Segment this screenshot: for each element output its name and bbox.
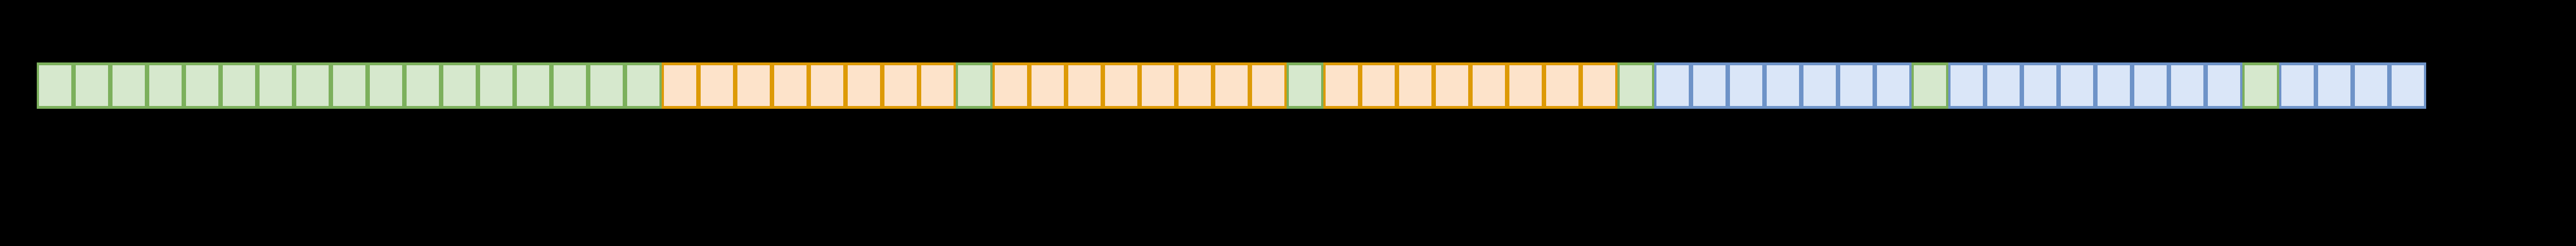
strip-cell <box>1875 62 1912 109</box>
strip-cell <box>2242 62 2279 109</box>
strip-cell <box>1140 62 1176 109</box>
strip-cell <box>1066 62 1103 109</box>
strip-cell <box>2059 62 2095 109</box>
strip-cell <box>2169 62 2206 109</box>
strip-cell <box>74 62 110 109</box>
strip-cell <box>698 62 735 109</box>
strip-cell <box>184 62 221 109</box>
strip-cell <box>625 62 662 109</box>
strip-cell <box>294 62 331 109</box>
strip-cell <box>1912 62 1948 109</box>
strip-cell <box>221 62 257 109</box>
strip-cell <box>1434 62 1470 109</box>
strip-cell <box>809 62 845 109</box>
strip-cell <box>772 62 809 109</box>
strip-cell <box>1985 62 2022 109</box>
strip-cell <box>735 62 772 109</box>
strip-cell <box>919 62 956 109</box>
strip-cell <box>993 62 1029 109</box>
strip-cell <box>1323 62 1360 109</box>
strip-cell <box>1654 62 1691 109</box>
strip-cell <box>37 62 74 109</box>
strip-cell <box>2279 62 2316 109</box>
strip-cell <box>1507 62 1544 109</box>
strip-cell <box>2316 62 2353 109</box>
strip-cell <box>1213 62 1250 109</box>
strip-cell <box>1544 62 1581 109</box>
strip-cell <box>1617 62 1654 109</box>
strip-cell <box>2095 62 2132 109</box>
strip-cell <box>1470 62 1507 109</box>
strip-cell <box>441 62 478 109</box>
strip-cell <box>368 62 404 109</box>
strip-cell <box>1287 62 1323 109</box>
strip-cell <box>478 62 515 109</box>
strip-cell <box>1691 62 1728 109</box>
strip-cell <box>1948 62 1985 109</box>
strip-cell <box>845 62 882 109</box>
strip-cell <box>2353 62 2389 109</box>
strip-cell <box>662 62 698 109</box>
strip-cell <box>515 62 551 109</box>
strip-cell <box>2132 62 2169 109</box>
cell-strip <box>37 62 2426 109</box>
strip-cell <box>404 62 441 109</box>
strip-cell <box>1728 62 1764 109</box>
strip-cell <box>1360 62 1397 109</box>
strip-cell <box>331 62 368 109</box>
strip-cell <box>1103 62 1140 109</box>
strip-cell <box>2389 62 2426 109</box>
strip-cell <box>1397 62 1434 109</box>
strip-cell <box>956 62 993 109</box>
strip-cell <box>1838 62 1875 109</box>
strip-cell <box>257 62 294 109</box>
strip-cell <box>882 62 919 109</box>
strip-cell <box>588 62 625 109</box>
strip-cell <box>147 62 184 109</box>
strip-cell <box>551 62 588 109</box>
strip-cell <box>1581 62 1617 109</box>
strip-cell <box>1176 62 1213 109</box>
strip-cell <box>1801 62 1838 109</box>
strip-cell <box>1029 62 1066 109</box>
strip-cell <box>110 62 147 109</box>
strip-cell <box>2206 62 2242 109</box>
strip-cell <box>1764 62 1801 109</box>
strip-cell <box>1250 62 1287 109</box>
strip-cell <box>2022 62 2059 109</box>
